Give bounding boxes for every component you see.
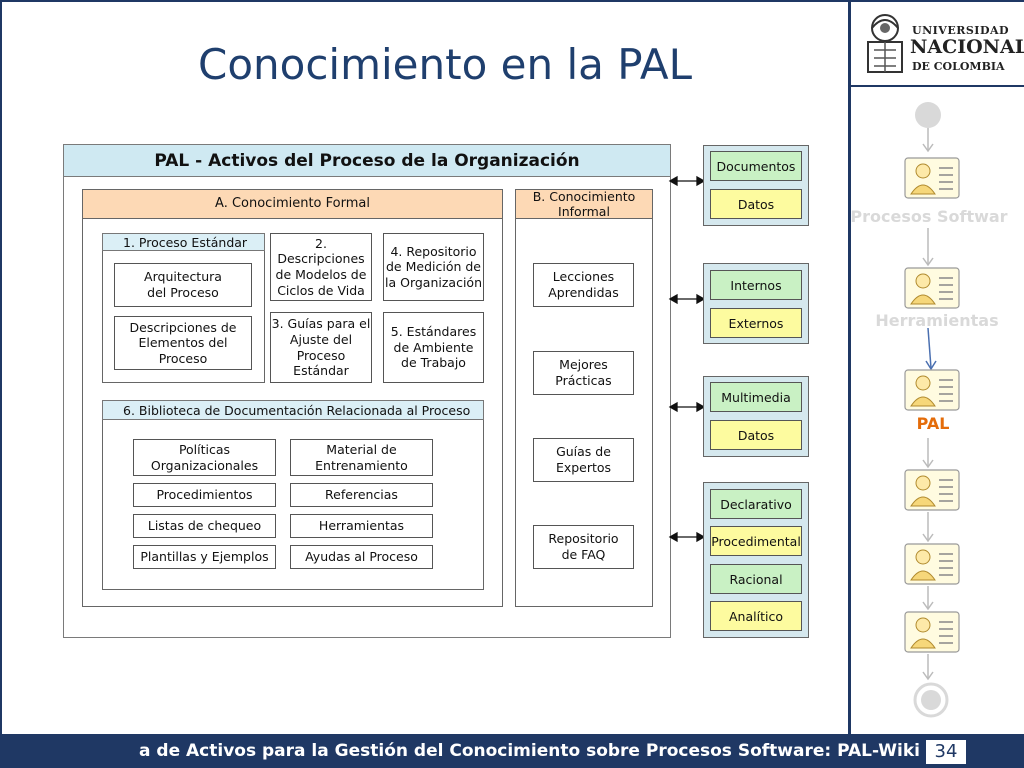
right-item-declarativo: Declarativo bbox=[710, 489, 802, 519]
process-flow-graphic bbox=[904, 102, 960, 718]
right-item-datos-2: Datos bbox=[710, 420, 802, 450]
pal-diagram-header: PAL - Activos del Proceso de la Organiza… bbox=[64, 145, 670, 177]
sidebar-label-procesos-software: Procesos Softwar bbox=[850, 207, 1008, 226]
informal-knowledge-header: B. Conocimiento Informal bbox=[515, 189, 653, 219]
logo-separator bbox=[851, 85, 1024, 87]
right-item-datos: Datos bbox=[710, 189, 802, 219]
descripciones-elementos-box: Descripciones de Elementos del Proceso bbox=[114, 316, 252, 370]
informal-item: Guías de Expertos bbox=[533, 438, 634, 482]
biblioteca-item: Referencias bbox=[290, 483, 433, 507]
biblioteca-item: Ayudas al Proceso bbox=[290, 545, 433, 569]
arquitectura-proceso-box: Arquitectura del Proceso bbox=[114, 263, 252, 307]
logo-text-colombia: DE COLOMBIA bbox=[912, 60, 1005, 73]
footer-text: a de Activos para la Gestión del Conocim… bbox=[139, 741, 920, 761]
biblioteca-item: Políticas Organizacionales bbox=[133, 439, 276, 476]
biblioteca-header: 6. Biblioteca de Documentación Relaciona… bbox=[102, 400, 484, 420]
informal-item: Lecciones Aprendidas bbox=[533, 263, 634, 307]
biblioteca-item: Listas de chequeo bbox=[133, 514, 276, 538]
proceso-estandar-header: 1. Proceso Estándar bbox=[102, 233, 265, 251]
biblioteca-item: Herramientas bbox=[290, 514, 433, 538]
right-item-racional: Racional bbox=[710, 564, 802, 594]
frame-left-border bbox=[0, 0, 2, 768]
university-seal-icon bbox=[867, 14, 903, 73]
sidebar-label-herramientas: Herramientas bbox=[875, 311, 999, 330]
biblioteca-item: Plantillas y Ejemplos bbox=[133, 545, 276, 569]
informal-item: Mejores Prácticas bbox=[533, 351, 634, 395]
sidebar-label-pal: PAL bbox=[916, 414, 950, 433]
page-number: 34 bbox=[926, 740, 966, 764]
right-item-analitico: Analítico bbox=[710, 601, 802, 631]
right-item-multimedia: Multimedia bbox=[710, 382, 802, 412]
descripciones-modelos-box: 2. Descripciones de Modelos de Ciclos de… bbox=[270, 233, 372, 301]
repositorio-medicion-box: 4. Repositorio de Medición de la Organiz… bbox=[383, 233, 484, 301]
right-item-externos: Externos bbox=[710, 308, 802, 338]
logo-text-universidad: UNIVERSIDAD bbox=[912, 24, 1010, 37]
biblioteca-item: Material de Entrenamiento bbox=[290, 439, 433, 476]
slide-title: Conocimiento en la PAL bbox=[198, 40, 692, 89]
frame-top-border bbox=[0, 0, 1024, 2]
guias-ajuste-box: 3. Guías para el Ajuste del Proceso Está… bbox=[270, 312, 372, 383]
sidebar-process-flow: Procesos Softwar Herramientas PAL bbox=[850, 88, 1024, 734]
logo-text-nacional: NACIONAL bbox=[910, 36, 1024, 58]
informal-item: Repositorio de FAQ bbox=[533, 525, 634, 569]
university-logo: UNIVERSIDAD NACIONAL DE COLOMBIA bbox=[858, 10, 1024, 78]
right-item-procedimental: Procedimental bbox=[710, 526, 802, 556]
sidebar-divider bbox=[848, 0, 851, 734]
biblioteca-item: Procedimientos bbox=[133, 483, 276, 507]
estandares-ambiente-box: 5. Estándares de Ambiente de Trabajo bbox=[383, 312, 484, 383]
formal-knowledge-header: A. Conocimiento Formal bbox=[82, 189, 503, 219]
connector-arrows bbox=[668, 175, 706, 543]
footer-bar bbox=[0, 734, 1024, 768]
right-item-documentos: Documentos bbox=[710, 151, 802, 181]
right-item-internos: Internos bbox=[710, 270, 802, 300]
